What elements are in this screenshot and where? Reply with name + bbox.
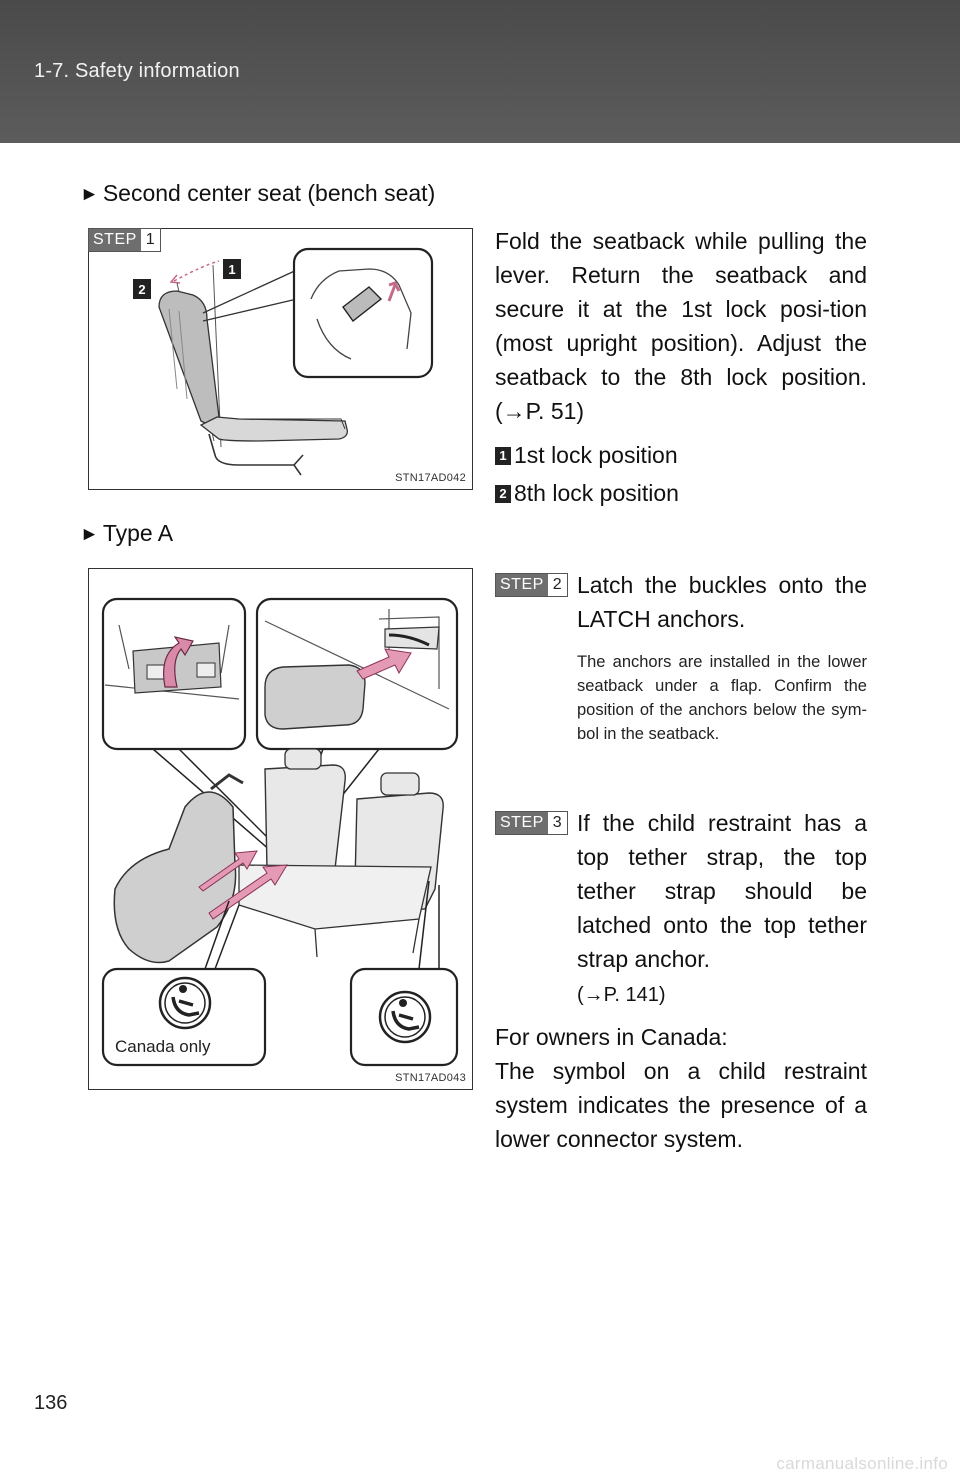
canada-text: The symbol on a child restraint system i… — [495, 1058, 867, 1152]
latch-illustration — [101, 597, 459, 1067]
page-number: 136 — [34, 1392, 68, 1414]
step-badge-3-wrap: STEP 3 — [495, 811, 568, 835]
triangle-bullet-icon: ► — [80, 184, 99, 205]
instruction-step-3: If the child restraint has a top tether … — [577, 810, 867, 972]
bullet-heading-bench-seat: ►Second center seat (bench seat) — [80, 180, 435, 207]
svg-text:1: 1 — [228, 262, 235, 277]
svg-text:2: 2 — [138, 282, 145, 297]
legend-item-1: 1 1st lock position — [495, 442, 678, 469]
step-badge-2: STEP 2 — [495, 573, 568, 597]
canada-only-label: Canada only — [115, 1037, 211, 1056]
step-badge-1: STEP 1 — [88, 228, 161, 252]
watermark: carmanualsonline.info — [776, 1454, 948, 1473]
page-reference: (→P. 141) — [577, 984, 666, 1006]
number-2-icon: 2 — [495, 484, 511, 503]
canada-heading: For owners in Canada: — [495, 1024, 728, 1050]
legend-item-2: 2 8th lock position — [495, 480, 679, 507]
step-badge-3: STEP 3 — [495, 811, 568, 835]
triangle-bullet-icon: ► — [80, 524, 99, 545]
bullet-heading-type-a: ►Type A — [80, 520, 173, 547]
step-2-note: The anchors are installed in the lower s… — [577, 653, 867, 743]
instruction-step-2: Latch the buckles onto the LATCH anchors… — [577, 572, 867, 632]
step-badge-2-wrap: STEP 2 — [495, 573, 568, 597]
instruction-step-1: Fold the seatback while pulling the leve… — [495, 228, 867, 424]
latch-symbol-icon — [158, 976, 212, 1030]
number-1-icon: 1 — [495, 446, 511, 465]
figure-code: STN17AD042 — [395, 472, 466, 484]
bullet-heading-text: Second center seat (bench seat) — [102, 180, 436, 206]
section-title: 1-7. Safety information — [34, 60, 240, 82]
page-header: 1-7. Safety information — [0, 0, 960, 143]
seat-illustration: 1 2 — [133, 247, 434, 476]
bullet-heading-text: Type A — [102, 520, 174, 546]
figure-seatback-fold: STEP 1 1 2 STN17AD042 — [88, 228, 473, 490]
figure-latch-anchors: Canada only STN17AD043 — [88, 568, 473, 1090]
figure-code: STN17AD043 — [395, 1072, 466, 1084]
latch-symbol-icon — [378, 990, 432, 1044]
